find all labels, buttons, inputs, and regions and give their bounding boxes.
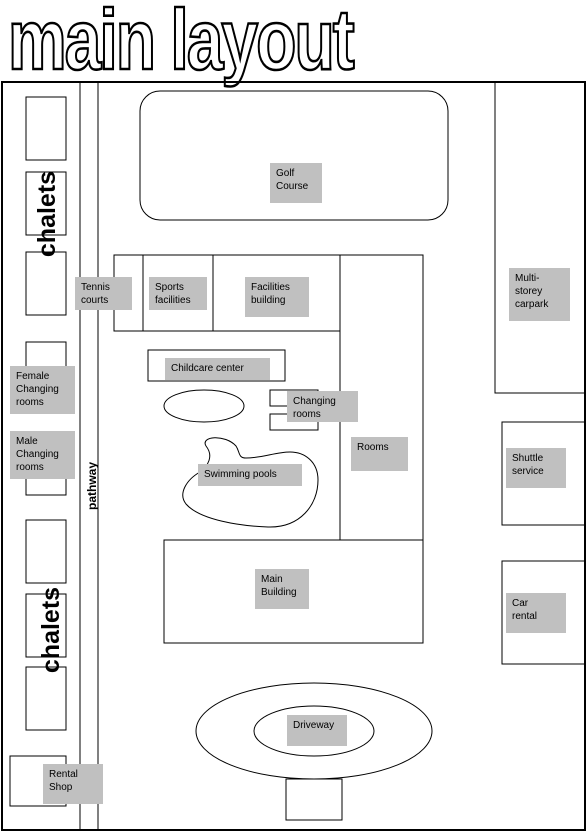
- driveway-label: Driveway: [287, 715, 347, 746]
- female-changing-label: Female Changing rooms: [10, 366, 75, 414]
- rooms-label: Rooms: [351, 437, 408, 471]
- childcare-label: Childcare center: [165, 358, 270, 380]
- swimming-pools-label: Swimming pools: [198, 464, 302, 486]
- sports-facilities-label: Sports facilities: [149, 277, 207, 310]
- driveway-inner: [253, 705, 375, 757]
- golf-course-label: Golf Course: [270, 163, 322, 203]
- chalets-bottom-label: chalets: [37, 586, 65, 674]
- car-rental-area: [501, 560, 586, 665]
- chalet: [25, 593, 67, 658]
- chalet: [25, 96, 67, 161]
- shuttle-service-label: Shuttle service: [506, 448, 566, 488]
- main-building-label: Main Building: [255, 569, 309, 609]
- driveway-entrance: [285, 778, 343, 821]
- carpark-label: Multi- storey carpark: [509, 268, 570, 321]
- changing-rooms-label: Changing rooms: [287, 391, 358, 422]
- chalet: [25, 171, 67, 236]
- male-changing-label: Male Changing rooms: [10, 431, 75, 479]
- oval-feature: [163, 389, 245, 423]
- chalet: [25, 251, 67, 316]
- chalet: [25, 666, 67, 731]
- chalet: [25, 519, 67, 584]
- swimming-pool-outline: [182, 437, 319, 528]
- shuttle-area: [501, 421, 586, 526]
- main-building-area: [163, 539, 424, 644]
- tennis-courts-label: Tennis courts: [75, 277, 132, 310]
- pathway-label: pathway: [85, 462, 99, 511]
- rental-shop-label: Rental Shop: [43, 764, 103, 804]
- car-rental-label: Car rental: [506, 593, 566, 633]
- facilities-building-label: Facilities building: [245, 277, 309, 317]
- childcare-area: [147, 349, 286, 382]
- golf-course-area: [139, 90, 449, 221]
- chalets-top-label: chalets: [33, 170, 61, 258]
- page-title: main layout: [7, 0, 356, 87]
- carpark-area: [494, 81, 586, 394]
